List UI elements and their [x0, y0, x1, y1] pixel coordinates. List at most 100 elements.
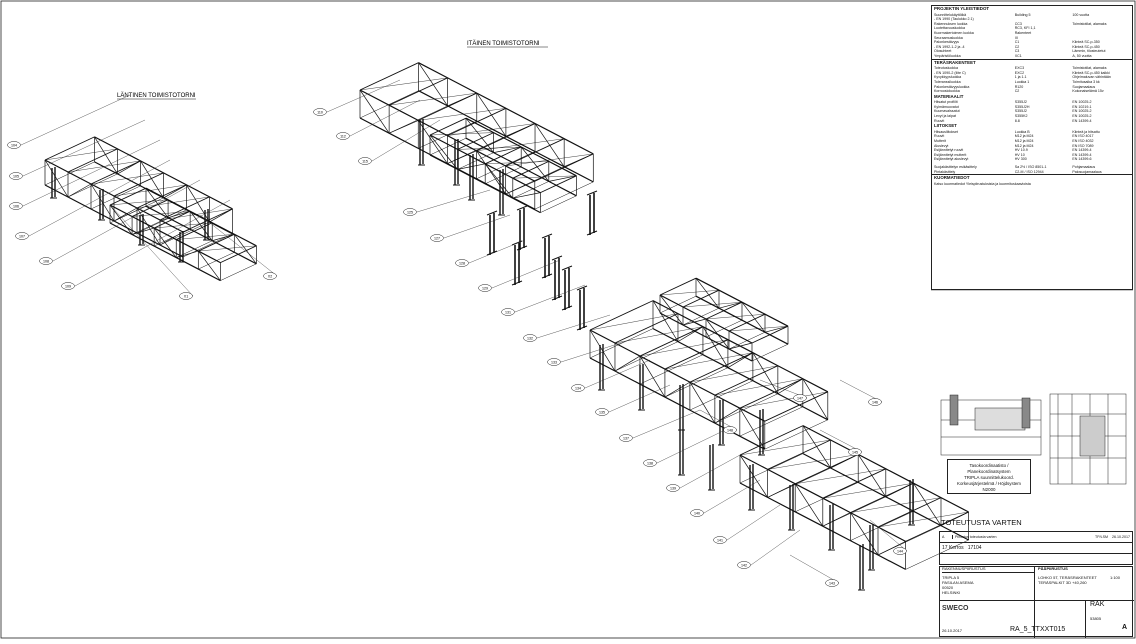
gridline-label: 134	[575, 386, 581, 390]
gridline-bubble	[179, 292, 193, 300]
section-connections: LIITOKSET	[934, 123, 957, 129]
sheet-revision: A	[1122, 624, 1128, 631]
revision-letter: A	[940, 535, 953, 539]
gridline-bubble	[666, 484, 680, 492]
gridline-bubble	[619, 434, 633, 442]
gridline-label: 112	[340, 134, 346, 138]
section-materials: MATERIAALIT	[934, 93, 964, 99]
gridline-label: 128	[459, 261, 465, 265]
drawing-type-label: PÄÄPIIRUSTUS	[1038, 566, 1068, 571]
revision-row: A Piirustus toteutusta varten TP/LSM 26.…	[940, 532, 1132, 543]
gridline-label: 108	[43, 259, 49, 263]
gridline-label: X1	[184, 294, 188, 298]
gridline-bubble	[358, 157, 372, 165]
gridline-bubble	[336, 132, 350, 140]
issue-date: 26.10.2017	[942, 628, 963, 633]
dept-label: RAKENNUSPIIRUSTUS	[942, 566, 1034, 573]
gridline-bubble	[713, 536, 727, 544]
gridline-label: 131	[505, 310, 511, 314]
gridline-bubble	[501, 308, 515, 316]
company-logo: SWECO	[942, 605, 969, 612]
project-name-1: TRIPLA 5	[942, 575, 960, 580]
stamp-line: N2000	[982, 487, 996, 492]
gridline-label: 137	[623, 436, 629, 440]
gridline-bubble	[9, 172, 23, 180]
gridline-label: 144	[897, 549, 903, 553]
gridline-bubble	[478, 284, 492, 292]
gridline-bubble	[737, 561, 751, 569]
project-name-2: PASILAN ASEMA	[942, 580, 974, 585]
gridline-bubble	[403, 208, 417, 216]
gridline-bubble	[825, 579, 839, 587]
drawing-title-block: RAKENNUSPIIRUSTUS PÄÄPIIRUSTUS TRIPLA 5 …	[939, 566, 1134, 638]
gridline-bubble	[39, 257, 53, 265]
floor-code: 17104	[967, 545, 982, 551]
floor: 17 Kerros	[942, 545, 964, 551]
key-plan-left	[940, 394, 1042, 456]
east-tower-truss	[359, 62, 969, 591]
gridline-bubble	[848, 448, 862, 456]
gridline-label: 147	[797, 396, 803, 400]
gridline-bubble	[313, 108, 327, 116]
floor-row: 17 Kerros 17104	[940, 543, 1132, 554]
gridline-bubble	[690, 509, 704, 517]
section-project-info: PROJEKTIN YLEISTIEDOT	[934, 6, 990, 11]
discipline: RAK	[1090, 601, 1105, 608]
revision-date: 26.10.2017	[1112, 535, 1130, 539]
gridline-label: 141	[717, 538, 723, 542]
drawing-title-1: LOHKO 5T, TERÄSRAKENTEET	[1038, 575, 1097, 580]
gridline-label: 133	[551, 360, 557, 364]
stamp-line: Tasokoordinaatisto / Planekoordinatsyste…	[967, 463, 1011, 474]
gridline-label: 127	[434, 236, 440, 240]
gridline-label: 148	[727, 428, 733, 432]
gridline-label: X2	[268, 274, 272, 278]
scale: 1:100	[1110, 575, 1121, 580]
drawing-title-2: TERÄSPALKIT 3D +40,260	[1038, 580, 1087, 585]
drawing-id: RA_5_TTXXT015	[1010, 626, 1066, 633]
revision-by: TP/LSM	[1095, 535, 1108, 539]
gridline-bubble	[430, 234, 444, 242]
for-implementation-label: TOTEUTUSTA VARTEN	[941, 518, 1022, 527]
gridline-bubble	[793, 394, 807, 402]
gridline-label: 106	[13, 204, 19, 208]
gridline-label: 107	[19, 234, 25, 238]
gridline-label: 109	[65, 284, 71, 288]
gridline-bubble	[723, 426, 737, 434]
gridline-label: 115	[362, 159, 368, 163]
gridline-label: 105	[13, 174, 19, 178]
gridline-bubble	[9, 202, 23, 210]
gridline-label: 125	[407, 210, 413, 214]
gridline-label: 110	[317, 110, 323, 114]
gridline-label: 142	[741, 563, 747, 567]
gridline-bubble	[868, 398, 882, 406]
project-name-3: 00520	[942, 585, 954, 590]
gridline-bubble	[523, 334, 537, 342]
section-loads: KUORMATIEDOT	[932, 174, 1132, 182]
gridline-label: 135	[599, 410, 605, 414]
gridline-label: 140	[694, 511, 700, 515]
stamp-line: TRIPLA suunnittelukoord.	[964, 475, 1014, 480]
